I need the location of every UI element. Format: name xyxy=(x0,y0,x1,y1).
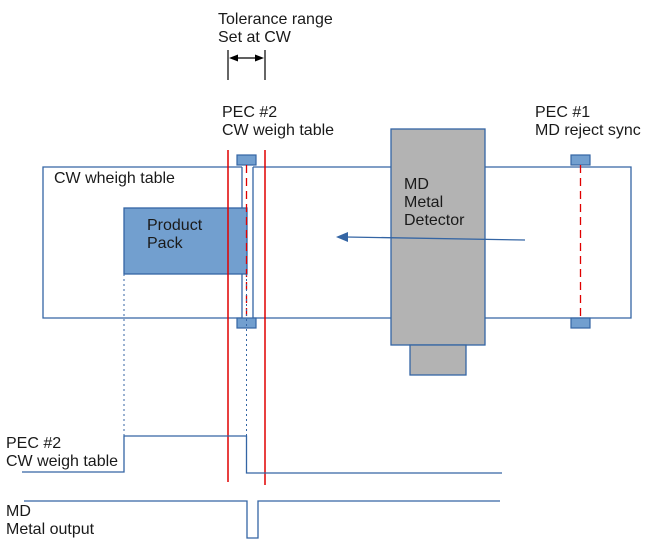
signal-pec2-trace xyxy=(22,435,502,474)
metal-detector-label-line2: Metal xyxy=(404,194,444,211)
tolerance-bracket xyxy=(227,50,266,80)
tolerance-label-line1: Tolerance range xyxy=(218,11,333,28)
pec2-sensor-top xyxy=(236,154,257,166)
tolerance-label: Tolerance range Set at CW xyxy=(218,11,333,47)
pec2-top-label: PEC #2 CW weigh table xyxy=(222,104,334,140)
pec1-top-label: PEC #1 MD reject sync xyxy=(535,104,641,140)
tolerance-label-line2: Set at CW xyxy=(218,29,291,46)
pec1-top-label-line2: MD reject sync xyxy=(535,122,641,139)
signal-pec2-label-line1: PEC #2 xyxy=(6,435,62,452)
pec1-sensor-top xyxy=(570,154,591,166)
metal-detector xyxy=(390,128,486,376)
pec1-sensor-bottom xyxy=(570,317,591,329)
product-pack-label: Product Pack xyxy=(147,217,202,253)
product-pack-label-line1: Product xyxy=(147,217,203,234)
pec2-sensor-bottom xyxy=(236,317,257,329)
product-pack xyxy=(123,207,248,275)
metal-detector-label-line3: Detector xyxy=(404,212,465,229)
signal-pec2-label-line2: CW weigh table xyxy=(6,453,119,470)
arrow-left-icon xyxy=(336,232,526,242)
metal-detector-label: MD Metal Detector xyxy=(404,176,464,230)
signal-pec2-label: PEC #2 CW weigh table xyxy=(6,435,118,471)
metal-detector-label-line1: MD xyxy=(404,176,429,193)
signal-md-label: MD Metal output xyxy=(6,503,94,539)
signal-md-trace xyxy=(24,500,500,539)
signal-md-label-line1: MD xyxy=(6,503,31,520)
product-pack-label-line2: Pack xyxy=(147,235,183,252)
pec2-top-label-line1: PEC #2 xyxy=(222,104,278,121)
pec2-top-label-line2: CW weigh table xyxy=(222,122,335,139)
signal-md-label-line2: Metal output xyxy=(6,521,95,538)
cw-table-label-text: CW wheigh table xyxy=(54,170,175,187)
cw-table-label: CW wheigh table xyxy=(54,170,175,188)
pec1-top-label-line1: PEC #1 xyxy=(535,104,591,121)
